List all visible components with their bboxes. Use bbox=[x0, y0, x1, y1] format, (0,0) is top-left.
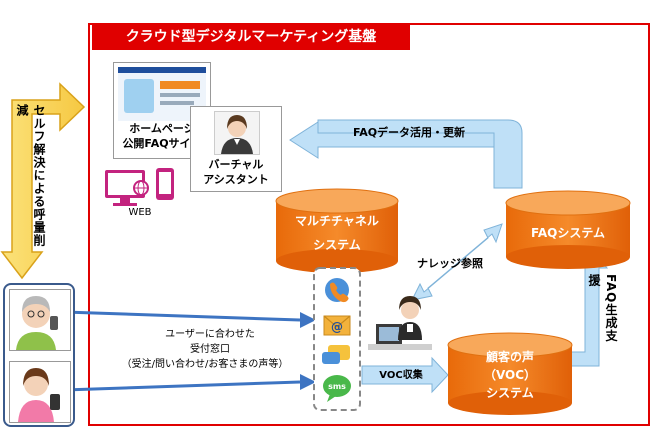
assistant-line1: バーチャル bbox=[208, 158, 264, 171]
faq-support-label: FAQ生成支援 bbox=[587, 274, 618, 343]
channel-box bbox=[313, 267, 361, 411]
web-label: WEB bbox=[128, 207, 152, 218]
globe-icon bbox=[133, 180, 149, 196]
smartphone-icon bbox=[156, 168, 174, 200]
multichannel-cylinder bbox=[275, 188, 399, 273]
faq-usage-label: FAQデータ活用・更新 bbox=[352, 126, 466, 139]
operator-icon bbox=[368, 296, 432, 350]
sms-glyph: sms bbox=[328, 382, 346, 391]
users-box bbox=[3, 283, 75, 427]
voc-collect-label: VOC収集 bbox=[379, 370, 423, 381]
faq-usage-arrow bbox=[289, 119, 523, 189]
elderly-user bbox=[9, 289, 71, 351]
voc-system-cylinder bbox=[447, 332, 573, 415]
faq-system-cylinder bbox=[505, 190, 631, 269]
assistant-avatar bbox=[214, 111, 260, 155]
email-icon bbox=[323, 315, 351, 336]
platform-title: クラウド型デジタルマーケティング基盤 bbox=[92, 24, 410, 50]
multichannel-line2: システム bbox=[313, 238, 361, 252]
homepage-card: ホームページ 公開FAQサイト bbox=[113, 62, 211, 159]
homepage-line2: 公開FAQサイト bbox=[122, 137, 202, 150]
knowledge-arrow bbox=[411, 223, 503, 301]
self-service-label: セルフ解決による呼量削減 bbox=[15, 104, 46, 247]
sms-icon bbox=[323, 375, 351, 402]
voc-line3: システム bbox=[486, 386, 534, 400]
assistant-line2: アシスタント bbox=[203, 173, 269, 186]
knowledge-label: ナレッジ参照 bbox=[417, 257, 483, 270]
virtual-assistant-card: バーチャル アシスタント bbox=[190, 106, 282, 192]
reception-line3: （受注/問い合わせ/お客さまの声等） bbox=[121, 359, 289, 370]
chat-icon bbox=[322, 345, 350, 364]
self-service-arrow bbox=[0, 82, 86, 280]
voc-line1: 顧客の声 bbox=[485, 350, 534, 364]
reception-line2: 受付窓口 bbox=[190, 344, 230, 355]
phone-icon bbox=[325, 278, 349, 303]
voc-collect-arrow bbox=[361, 356, 449, 394]
email-at-glyph: @ bbox=[331, 320, 343, 334]
young-user bbox=[9, 361, 71, 423]
voc-line2: （VOC） bbox=[483, 368, 537, 382]
faq-system-label: FAQシステム bbox=[531, 226, 605, 240]
user-arrow-1 bbox=[63, 310, 316, 328]
user-arrow-2 bbox=[63, 374, 316, 392]
multichannel-line1: マルチチャネル bbox=[295, 214, 379, 228]
reception-line1: ユーザーに合わせた bbox=[165, 329, 255, 340]
homepage-line1: ホームページ bbox=[129, 122, 195, 135]
